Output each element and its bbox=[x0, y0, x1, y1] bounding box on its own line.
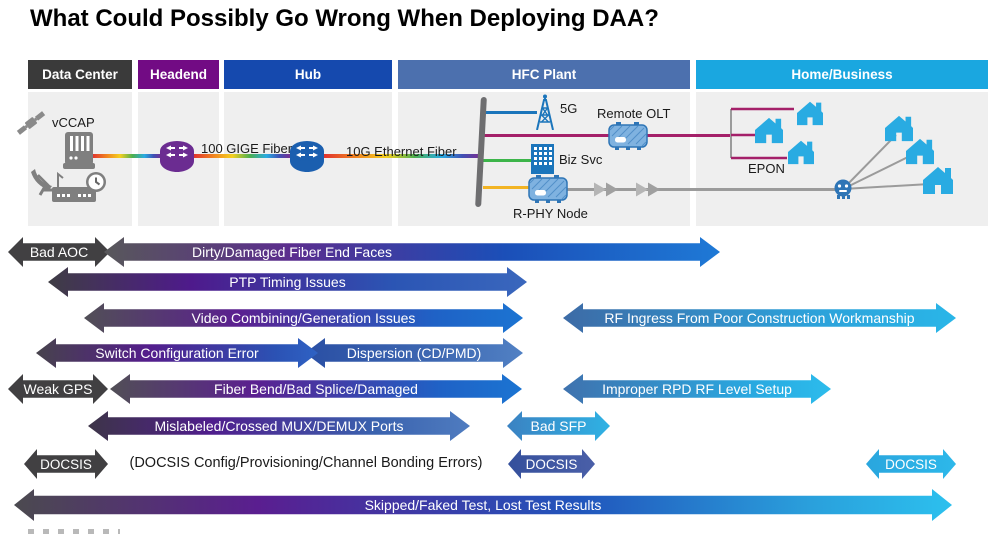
link-rphy bbox=[483, 186, 529, 189]
gige-fiber-label: 100 GIGE Fiber bbox=[201, 141, 293, 156]
arrow-mislabeled: Mislabeled/Crossed MUX/DEMUX Ports bbox=[88, 411, 470, 441]
fiber-link-headend-hub bbox=[193, 154, 291, 158]
arrow-improper-rpd: Improper RPD RF Level Setup bbox=[563, 374, 831, 404]
ethernet-fiber-label: 10G Ethernet Fiber bbox=[346, 144, 457, 159]
satellite-icon bbox=[16, 111, 46, 135]
cropped-footer-text bbox=[28, 529, 120, 534]
arrow-weak-gps: Weak GPS bbox=[8, 374, 108, 404]
page-title: What Could Possibly Go Wrong When Deploy… bbox=[30, 5, 659, 32]
house-icon bbox=[788, 140, 814, 165]
band-hub: Hub bbox=[224, 60, 392, 89]
fiber-link-vccap-headend bbox=[92, 154, 162, 158]
house-icon bbox=[797, 101, 823, 126]
arrow-bad-sfp: Bad SFP bbox=[507, 411, 610, 441]
biz-svc-label: Biz Svc bbox=[559, 152, 603, 167]
arrow-docsis-datacenter: DOCSIS bbox=[24, 449, 108, 479]
remote-olt-icon bbox=[608, 122, 648, 150]
band-headend: Headend bbox=[138, 60, 219, 89]
docsis-note: (DOCSIS Config/Provisioning/Channel Bond… bbox=[129, 455, 483, 471]
vccap-server-icon bbox=[63, 132, 95, 169]
arrow-dirty-fiber: Dirty/Damaged Fiber End Faces bbox=[104, 237, 720, 267]
fiber-link-hub-splitter bbox=[323, 154, 481, 158]
epon-label: EPON bbox=[748, 161, 785, 176]
link-olt-left bbox=[483, 134, 610, 137]
arrow-video: Video Combining/Generation Issues bbox=[84, 303, 523, 333]
biz-building-icon bbox=[531, 144, 554, 174]
5g-tower-icon bbox=[536, 94, 554, 130]
house-icon bbox=[885, 115, 913, 142]
arrow-dispersion: Dispersion (CD/PMD) bbox=[305, 338, 523, 368]
tap-icon bbox=[834, 179, 852, 199]
arrow-fiber-bend: Fiber Bend/Bad Splice/Damaged bbox=[110, 374, 522, 404]
arrow-docsis-hfc: DOCSIS bbox=[508, 449, 595, 479]
arrow-docsis-home: DOCSIS bbox=[866, 449, 956, 479]
link-olt-right bbox=[646, 134, 731, 137]
band-home-business: Home/Business bbox=[696, 60, 988, 89]
house-icon bbox=[923, 167, 953, 194]
arrow-bad-aoc: Bad AOC bbox=[8, 237, 110, 267]
link-coax bbox=[566, 188, 836, 191]
arrow-switch-config: Switch Configuration Error bbox=[36, 338, 318, 368]
5g-label: 5G bbox=[560, 101, 578, 116]
hub-router-icon bbox=[290, 141, 324, 172]
vccap-label: vCCAP bbox=[52, 115, 95, 130]
satellite-dish-icon bbox=[31, 169, 53, 196]
arrow-skipped-test: Skipped/Faked Test, Lost Test Results bbox=[14, 489, 952, 521]
link-biz bbox=[483, 159, 533, 162]
home-links bbox=[730, 107, 931, 190]
arrow-ptp: PTP Timing Issues bbox=[48, 267, 527, 297]
rphy-node-icon bbox=[528, 175, 568, 203]
link-5g bbox=[483, 111, 537, 114]
headend-router-icon bbox=[160, 141, 194, 172]
headend-building-clock-icon bbox=[52, 171, 106, 202]
band-data-center: Data Center bbox=[28, 60, 132, 89]
arrow-rf-ingress: RF Ingress From Poor Construction Workma… bbox=[563, 303, 956, 333]
remote-olt-label: Remote OLT bbox=[597, 106, 671, 121]
amplifier-icons bbox=[594, 182, 660, 197]
house-icon bbox=[906, 138, 934, 165]
band-hfc-plant: HFC Plant bbox=[398, 60, 690, 89]
rphy-node-label: R-PHY Node bbox=[513, 206, 588, 221]
house-icon bbox=[755, 117, 783, 144]
